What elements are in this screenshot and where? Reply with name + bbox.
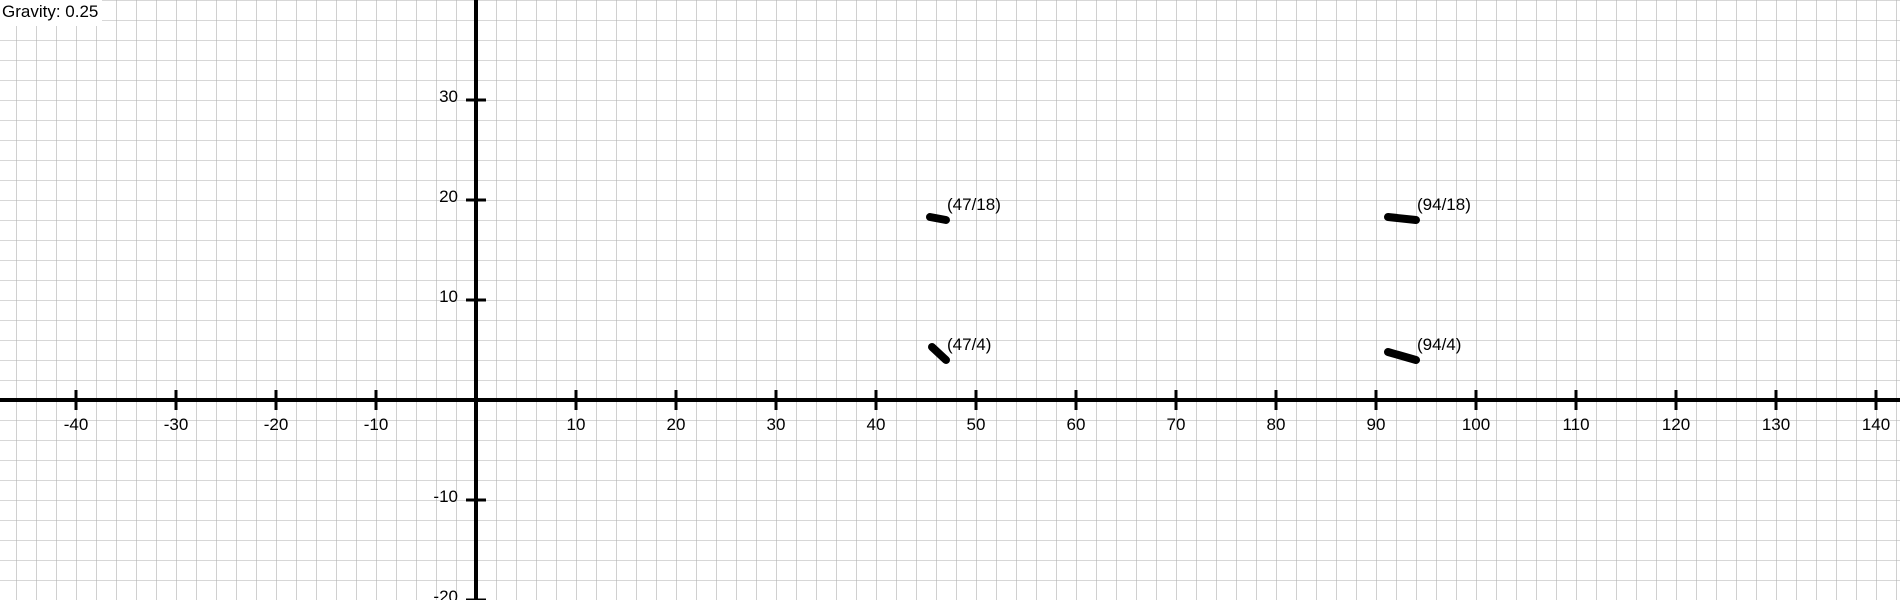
point-label: (94/4) — [1417, 335, 1461, 354]
gravity-label: Gravity: — [2, 2, 61, 21]
x-tick-label: -20 — [264, 415, 289, 434]
x-tick-label: 40 — [867, 415, 886, 434]
x-tick-label: 30 — [767, 415, 786, 434]
x-tick-label: -30 — [164, 415, 189, 434]
x-tick-label: -10 — [364, 415, 389, 434]
x-tick-label: 70 — [1167, 415, 1186, 434]
point-label: (47/18) — [947, 195, 1001, 214]
point-marker[interactable] — [1384, 348, 1420, 364]
y-tick-label: -10 — [433, 487, 458, 506]
point-marker[interactable] — [928, 343, 950, 364]
x-tick-label: 130 — [1762, 415, 1790, 434]
point-marker[interactable] — [1384, 213, 1420, 224]
x-tick-label: 10 — [567, 415, 586, 434]
x-tick-label: 60 — [1067, 415, 1086, 434]
y-tick-label: 30 — [439, 87, 458, 106]
gravity-value: 0.25 — [65, 2, 99, 21]
y-tick-label: 20 — [439, 187, 458, 206]
x-tick-label: 90 — [1367, 415, 1386, 434]
point-marker[interactable] — [926, 213, 950, 224]
x-tick-label: 110 — [1562, 415, 1589, 434]
point-label: (47/4) — [947, 335, 991, 354]
x-tick-label: 80 — [1267, 415, 1286, 434]
x-tick-label: 20 — [667, 415, 686, 434]
x-tick-label: 50 — [967, 415, 986, 434]
gravity-readout: Gravity: 0.25 — [0, 0, 103, 26]
y-tick-label: 10 — [439, 287, 458, 306]
x-tick-label: 140 — [1862, 415, 1890, 434]
x-tick-label: 100 — [1462, 415, 1490, 434]
x-tick-label: -40 — [64, 415, 89, 434]
y-tick-label: -20 — [433, 587, 458, 600]
point-label: (94/18) — [1417, 195, 1471, 214]
x-tick-label: 120 — [1662, 415, 1690, 434]
